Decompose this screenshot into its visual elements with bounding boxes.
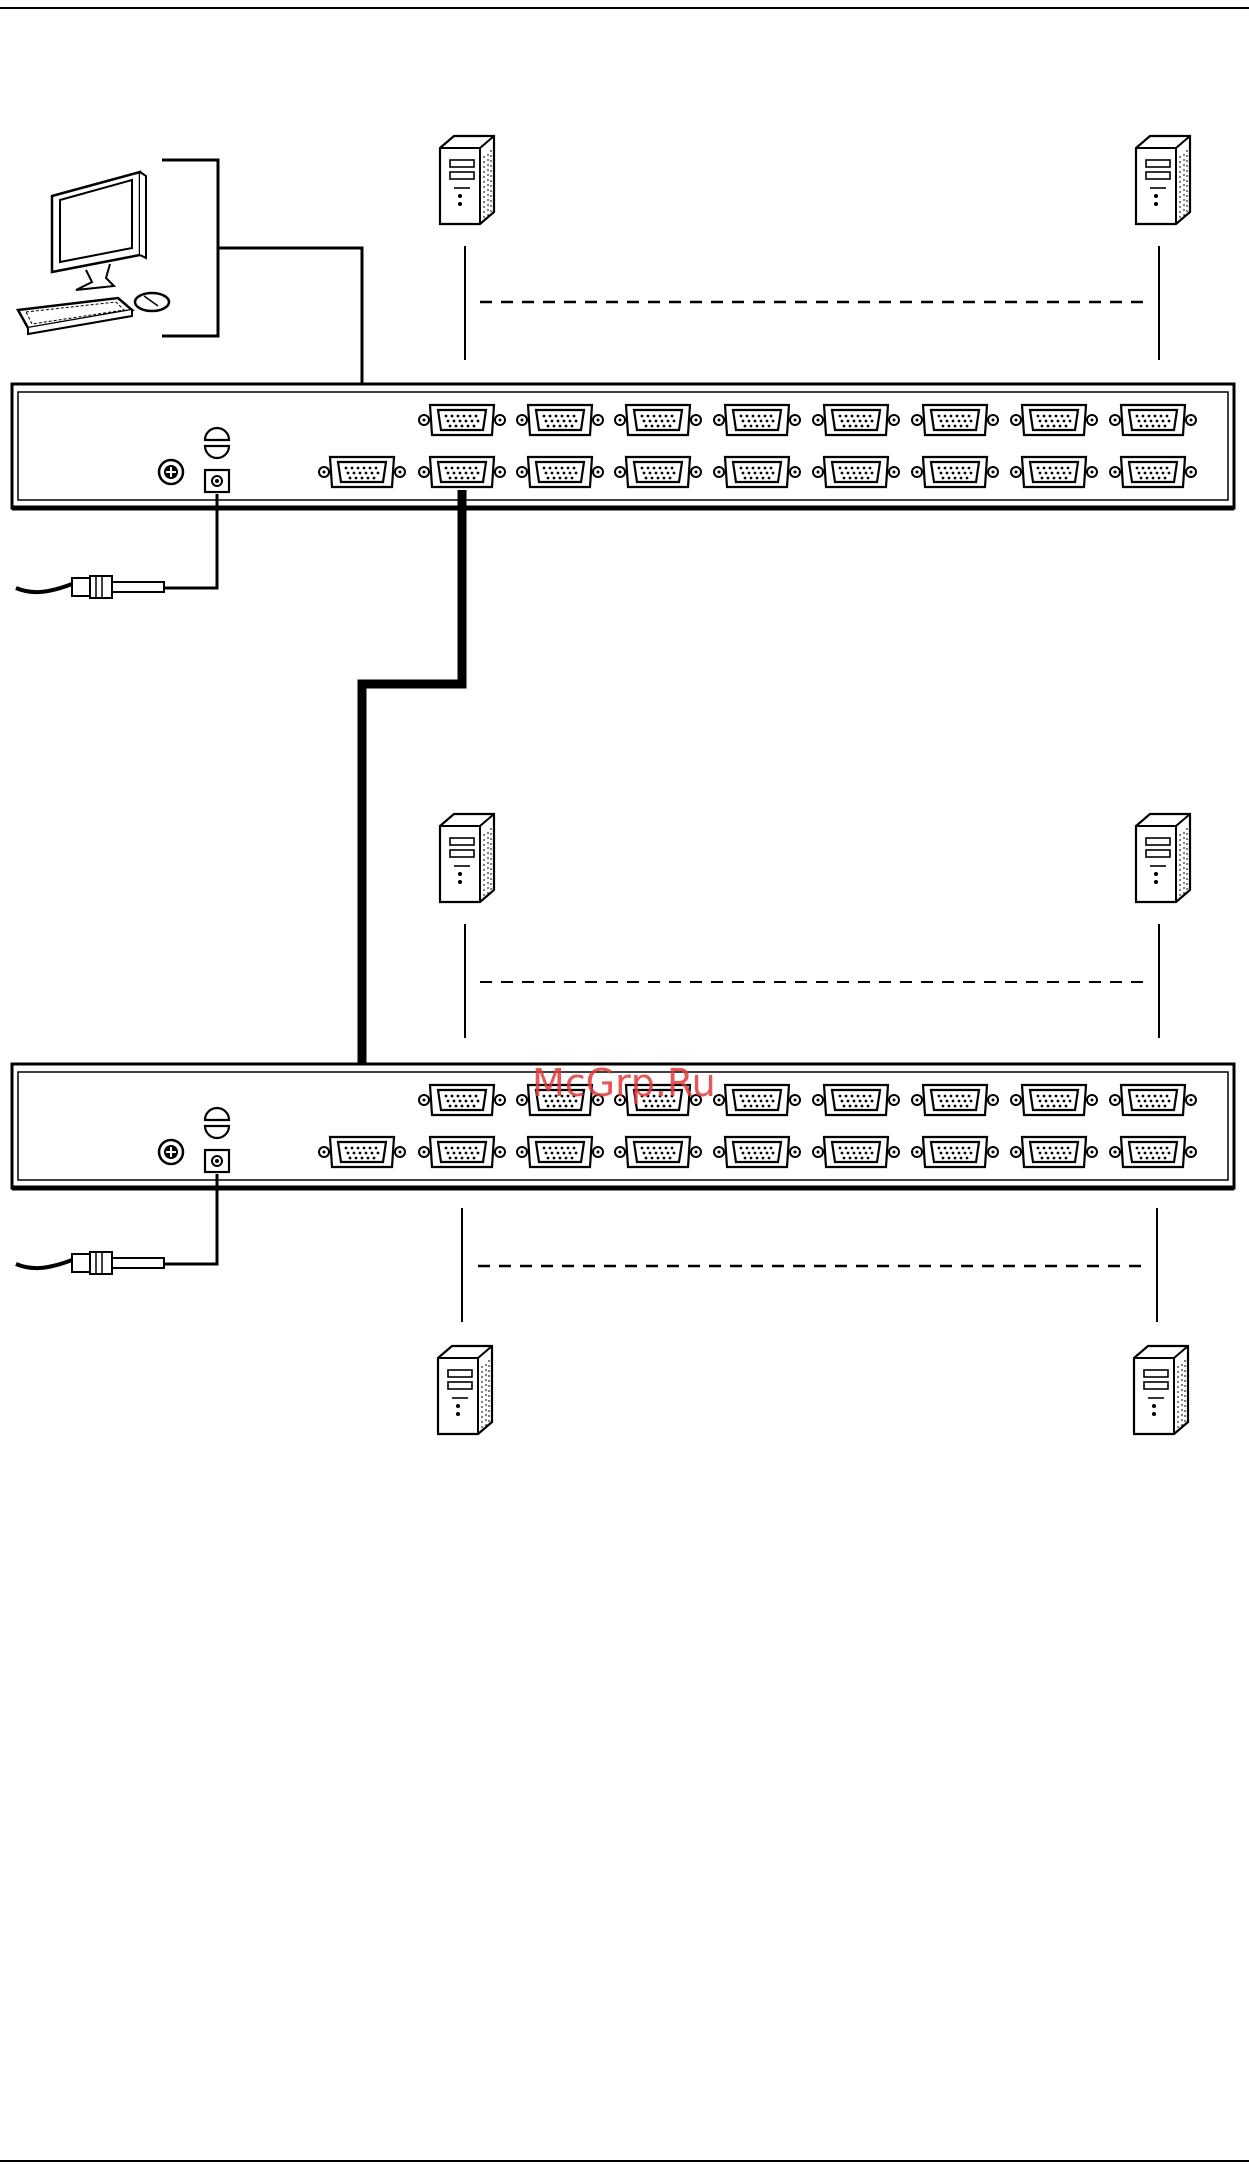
power-jack <box>205 470 229 492</box>
db15-port-icon <box>1011 1137 1097 1167</box>
console-port <box>319 1137 405 1167</box>
db15-port-icon <box>615 405 701 435</box>
db15-port-icon <box>714 457 800 487</box>
db15-port-icon <box>1011 405 1097 435</box>
console-group <box>18 172 169 334</box>
db15-port-icon <box>714 405 800 435</box>
db15-port-icon <box>912 457 998 487</box>
db15-port-icon <box>615 1137 701 1167</box>
monitor-icon <box>52 172 146 290</box>
server-tower-icon <box>1136 136 1190 224</box>
db15-port-icon <box>1110 1137 1196 1167</box>
switch-unit-1 <box>12 384 1234 508</box>
watermark-text: McGrp.Ru <box>532 1061 716 1105</box>
db15-port-icon <box>1110 457 1196 487</box>
db15-port-icon <box>912 1085 998 1115</box>
db15-port-icon <box>813 405 899 435</box>
ground-screw-icon <box>159 1140 183 1164</box>
db15-port-icon <box>1011 1085 1097 1115</box>
keyboard-icon <box>18 298 132 334</box>
power-adapter-icon <box>16 576 164 598</box>
db15-port-icon <box>813 1137 899 1167</box>
ground-screw-icon <box>159 460 183 484</box>
db15-port-icon <box>1110 405 1196 435</box>
console-port <box>319 457 405 487</box>
power-jack <box>205 1150 229 1172</box>
db15-port-icon <box>615 457 701 487</box>
db15-port-icon <box>1110 1085 1196 1115</box>
db15-port-icon <box>517 405 603 435</box>
db15-port-icon <box>912 1137 998 1167</box>
server-tower-icon <box>438 1346 492 1434</box>
db15-port-icon <box>419 457 505 487</box>
db15-port-icon <box>419 1085 505 1115</box>
db15-port-icon <box>1011 457 1097 487</box>
db15-port-icon <box>517 457 603 487</box>
server-tower-icon <box>1136 814 1190 902</box>
db15-port-icon <box>419 1137 505 1167</box>
power-adapter-icon <box>16 1252 164 1274</box>
db15-port-icon <box>517 1137 603 1167</box>
server-tower-icon <box>440 136 494 224</box>
db15-port-icon <box>912 405 998 435</box>
server-tower-icon <box>440 814 494 902</box>
db15-port-icon <box>813 457 899 487</box>
db15-port-icon <box>714 1137 800 1167</box>
cascade-cable <box>362 490 462 1076</box>
mouse-icon <box>135 293 169 311</box>
db15-port-icon <box>419 405 505 435</box>
server-tower-icon <box>1134 1346 1188 1434</box>
db15-port-icon <box>714 1085 800 1115</box>
db15-port-icon <box>813 1085 899 1115</box>
